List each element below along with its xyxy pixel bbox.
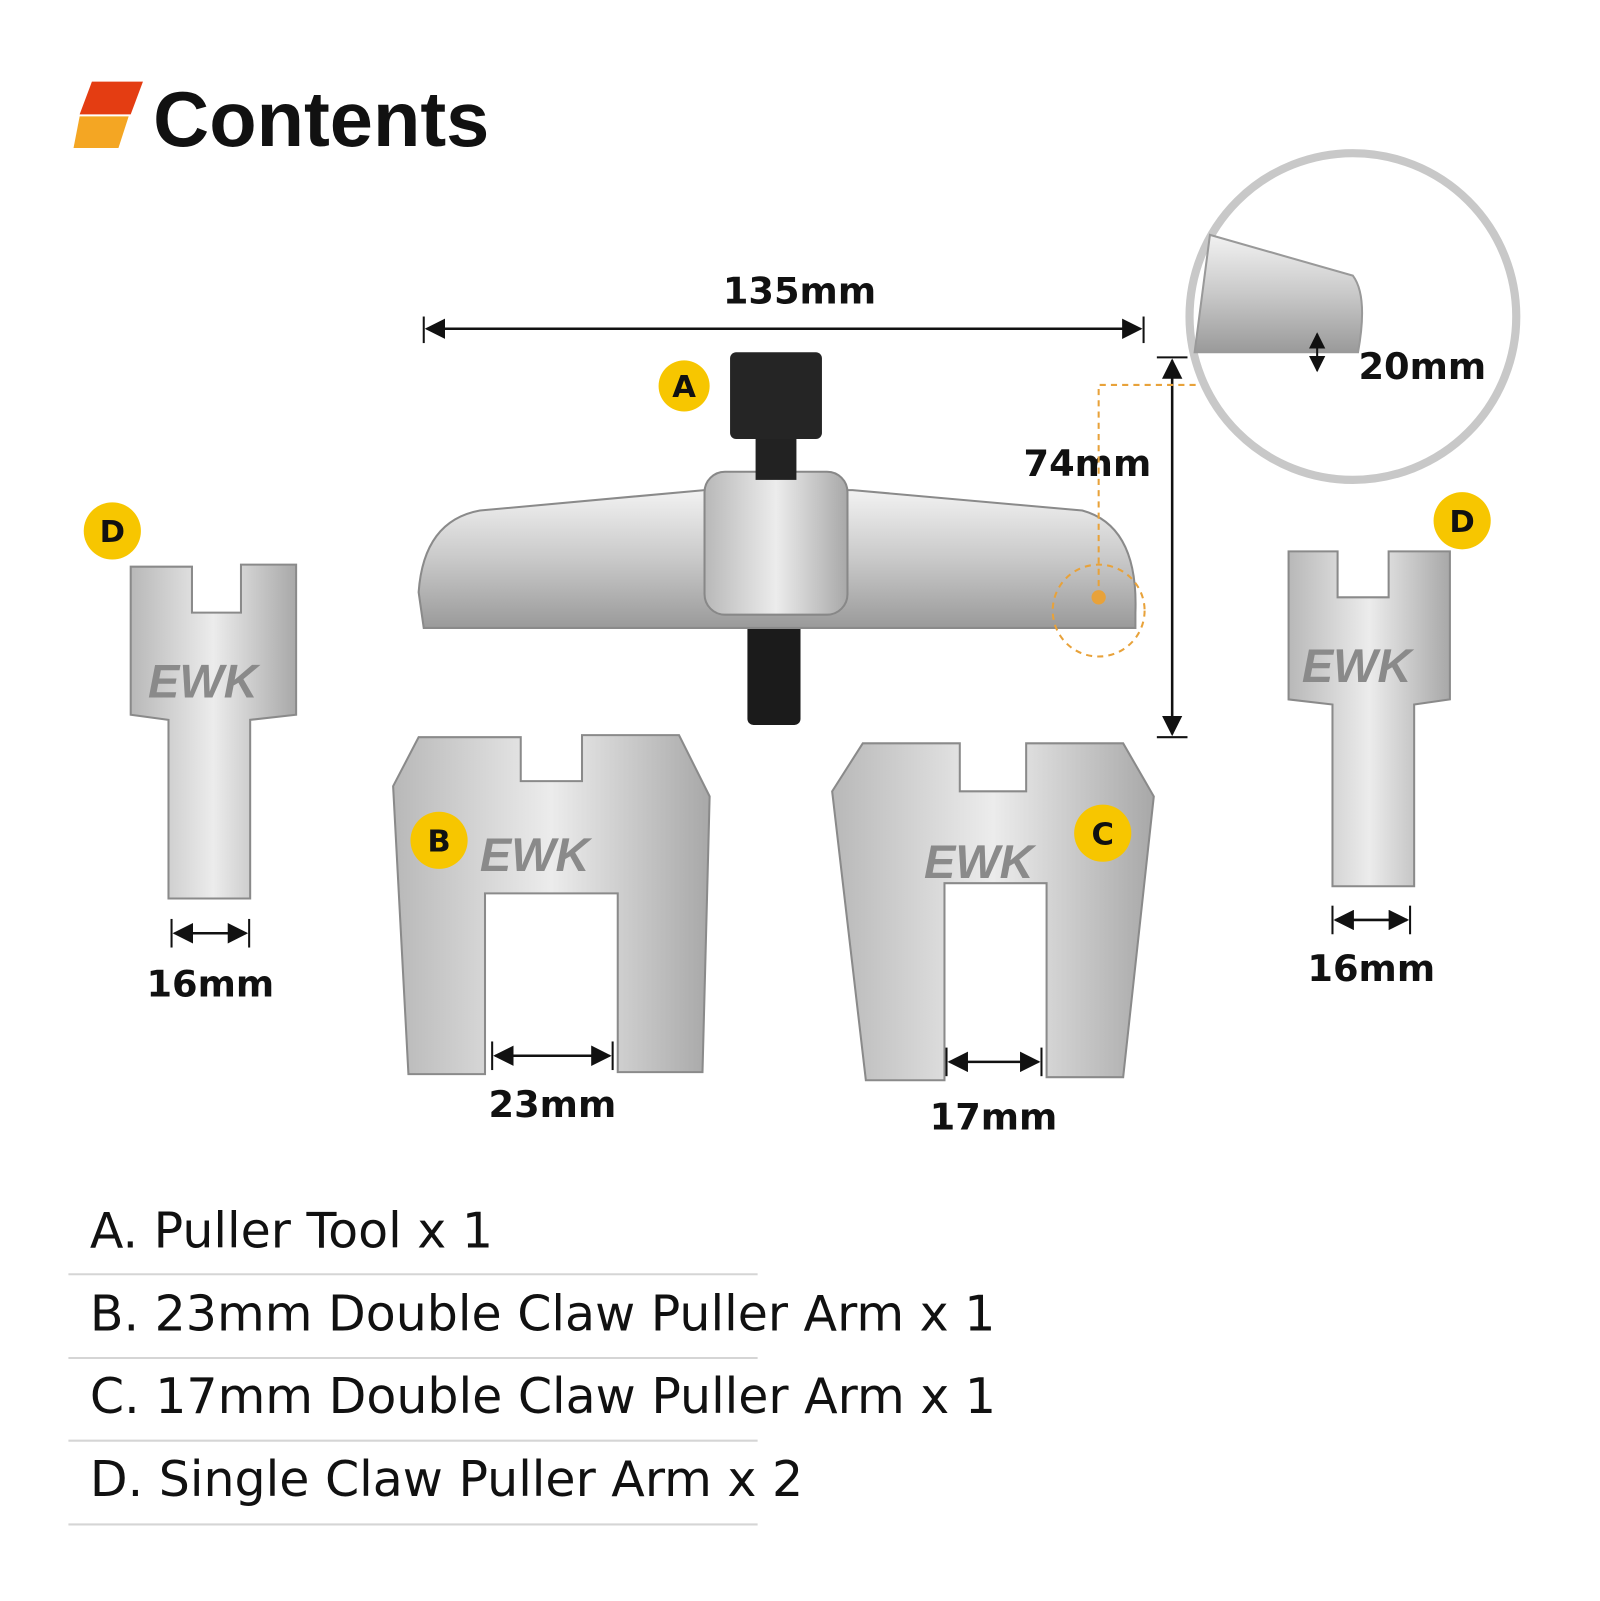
svg-text:D: D [1449,505,1474,540]
badge-c: C [1074,804,1132,862]
svg-text:D: D [100,515,125,550]
dimension-label-17: 17mm [930,1095,1058,1138]
page-title: Contents [153,77,489,163]
dimension-label-16-right: 16mm [1307,947,1435,990]
svg-text:A: A [672,370,696,405]
svg-text:C: C [1091,817,1113,852]
dimension-height-a [1156,356,1188,739]
detail-inset [1185,149,1521,484]
contents-list: A. Puller Tool x 1 B. 23mm Double Claw P… [68,1203,996,1526]
dimension-label-20: 20mm [1358,345,1486,388]
list-item: B. 23mm Double Claw Puller Arm x 1 [90,1285,996,1342]
dimension-label-135: 135mm [723,269,876,312]
brand-mark: EWK [1302,639,1415,692]
badge-d-right: D [1433,492,1491,550]
list-item: D. Single Claw Puller Arm x 2 [90,1451,803,1508]
dimension-label-16-left: 16mm [146,963,274,1006]
badge-a: A [658,360,710,412]
double-claw-arm-b: EWK [392,734,711,1076]
svg-text:B: B [427,825,450,860]
single-claw-arm-d-right: EWK [1287,550,1451,888]
brand-mark: EWK [148,654,261,707]
double-claw-arm-c: EWK [831,742,1155,1082]
list-item: A. Puller Tool x 1 [90,1203,493,1260]
brand-mark: EWK [924,835,1037,888]
brand-mark: EWK [480,828,593,881]
dimension-label-74: 74mm [1024,442,1152,485]
dimension-d-left [170,918,251,948]
dimension-width-a [422,316,1145,344]
badge-d-left: D [83,502,141,560]
puller-tool-a [417,352,1137,725]
dimension-b-gap [491,1041,614,1071]
dimension-label-23: 23mm [489,1083,617,1126]
header-logo-icon [73,81,143,149]
list-item: C. 17mm Double Claw Puller Arm x 1 [90,1368,996,1425]
dimension-c-gap [945,1047,1043,1077]
dimension-d-right [1331,905,1412,935]
badge-b: B [410,811,468,869]
single-claw-arm-d-left: EWK [129,563,298,900]
